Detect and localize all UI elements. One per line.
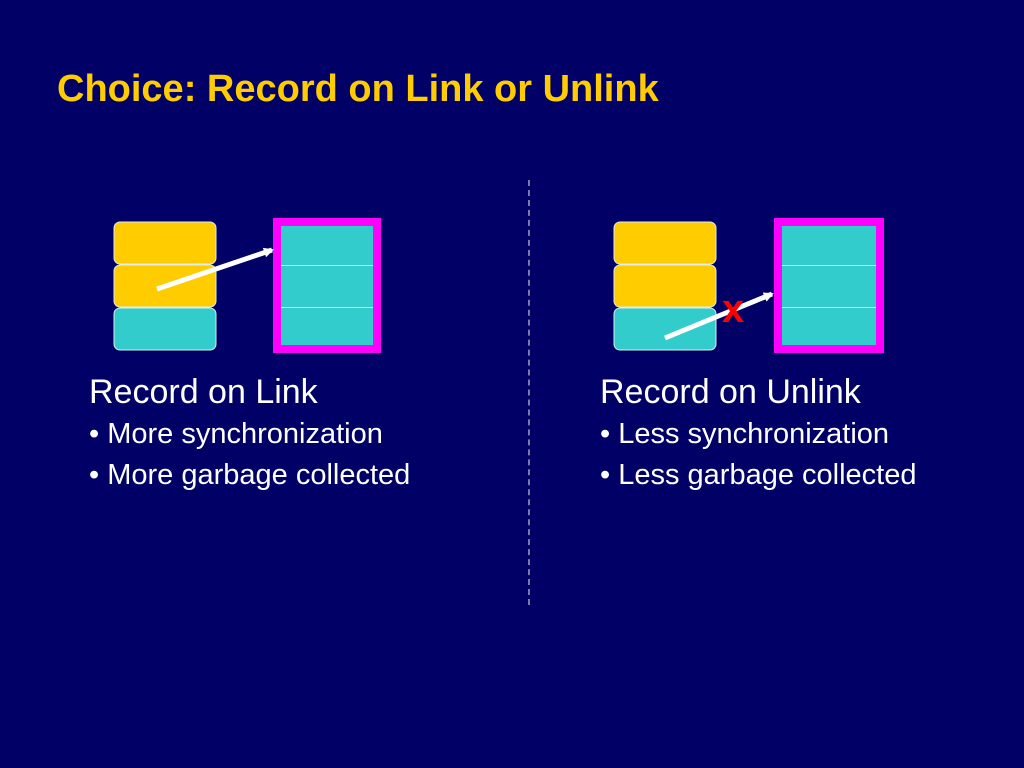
right-target-cell-1 bbox=[782, 226, 876, 265]
left-bullet-1: • More synchronization bbox=[89, 418, 383, 450]
slide-title: Choice: Record on Link or Unlink bbox=[57, 68, 659, 110]
column-divider bbox=[528, 180, 530, 605]
right-diagram: x bbox=[613, 218, 884, 353]
right-unlink-arrow bbox=[664, 291, 774, 341]
left-source-cell-1 bbox=[113, 221, 217, 265]
left-heading: Record on Link bbox=[89, 373, 318, 411]
left-target-cell-2 bbox=[281, 266, 373, 307]
right-source-cell-1 bbox=[613, 221, 717, 265]
right-bullet-list: • Less synchronization • Less garbage co… bbox=[600, 414, 916, 496]
left-source-cell-3 bbox=[113, 307, 217, 351]
left-target-cell-1 bbox=[281, 226, 373, 265]
left-diagram bbox=[113, 218, 381, 353]
right-target-cell-3 bbox=[782, 308, 876, 345]
right-source-cell-3 bbox=[613, 307, 717, 351]
right-bullet-2: • Less garbage collected bbox=[600, 459, 917, 491]
right-caption: Record on Unlink • Less synchronization … bbox=[600, 370, 916, 496]
left-target-stack bbox=[273, 218, 381, 353]
left-bullet-list: • More synchronization • More garbage co… bbox=[89, 414, 410, 496]
left-target-cell-3 bbox=[281, 308, 373, 345]
right-bullet-1: • Less synchronization bbox=[600, 418, 890, 450]
right-heading: Record on Unlink bbox=[600, 373, 861, 411]
right-source-cell-2 bbox=[613, 264, 717, 308]
right-target-cell-2 bbox=[782, 266, 876, 307]
right-source-stack bbox=[613, 221, 717, 351]
left-link-arrow bbox=[156, 247, 274, 292]
left-bullet-2: • More garbage collected bbox=[89, 459, 411, 491]
left-caption: Record on Link • More synchronization • … bbox=[89, 370, 410, 496]
right-target-stack bbox=[774, 218, 884, 353]
unlink-x-mark: x bbox=[722, 287, 744, 331]
